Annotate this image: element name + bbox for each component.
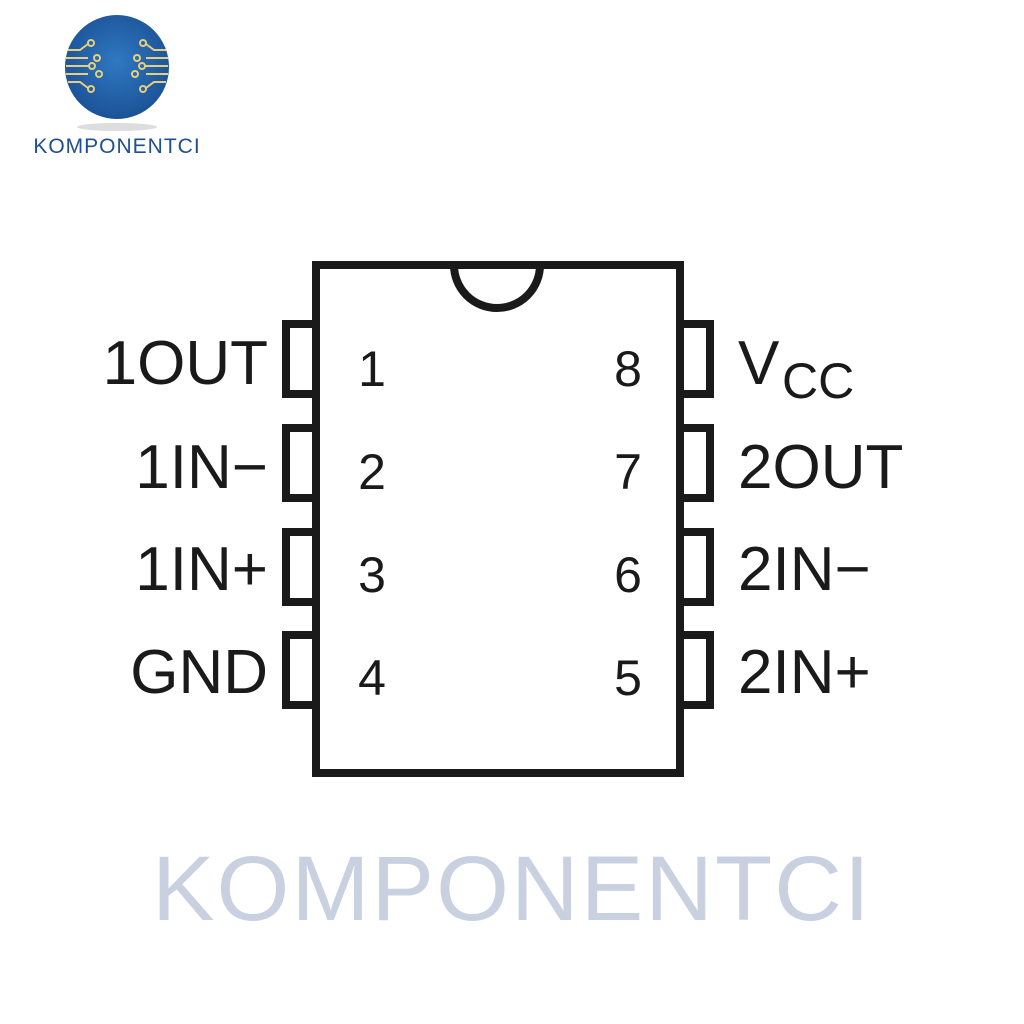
pin-label-6: 2IN− [738, 535, 871, 604]
pin-1 [282, 320, 320, 398]
pin-label-3: 1IN+ [135, 535, 268, 604]
pin-number-4: 4 [358, 650, 386, 706]
pin-number-6: 6 [614, 547, 642, 603]
pin-number-3: 3 [358, 547, 386, 603]
pin-5 [676, 631, 714, 709]
pin-label-5: 2IN+ [738, 638, 871, 707]
pin-number-5: 5 [614, 650, 642, 706]
pin-label-2: 1IN− [135, 433, 268, 502]
pin-6 [676, 528, 714, 606]
pin-label-8-main: V [738, 329, 780, 398]
pin-7 [676, 424, 714, 502]
pin-label-8-sub: CC [782, 353, 854, 409]
logo: KOMPONENTCI [33, 15, 200, 158]
chip-body [312, 261, 684, 777]
logo-brand-text: KOMPONENTCI [33, 135, 200, 158]
chip-notch [450, 264, 544, 312]
pin-4 [282, 631, 320, 709]
logo-shadow [77, 123, 157, 131]
pin-number-2: 2 [358, 444, 386, 500]
pin-label-7: 2OUT [738, 433, 903, 502]
pin-label-4: GND [130, 638, 268, 707]
pin-number-1: 1 [358, 341, 386, 397]
pin-label-1: 1OUT [103, 329, 268, 398]
pin-3 [282, 528, 320, 606]
circuit-traces-icon [66, 39, 168, 93]
pin-2 [282, 424, 320, 502]
watermark-text: KOMPONENTCI [152, 838, 872, 940]
pin-number-7: 7 [614, 444, 642, 500]
pin-number-8: 8 [614, 341, 642, 397]
pin-8 [676, 320, 714, 398]
